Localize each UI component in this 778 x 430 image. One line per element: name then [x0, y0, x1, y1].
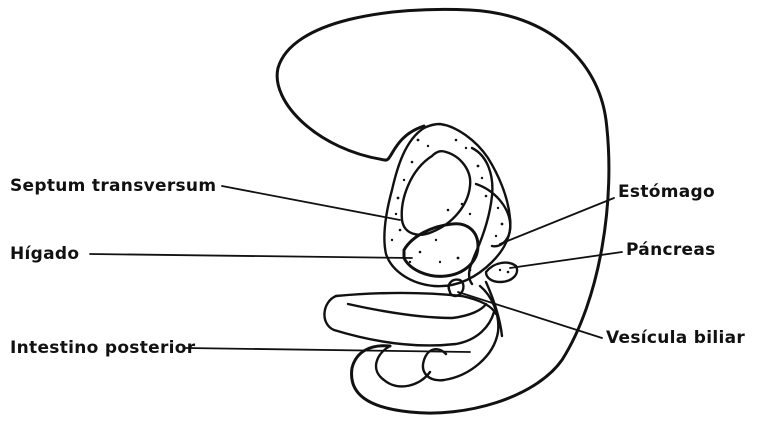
- leader-estomago: [500, 198, 614, 244]
- hindgut-inner: [348, 304, 486, 318]
- stippling: [391, 139, 510, 278]
- leader-septum: [222, 186, 400, 220]
- yolk-duct: [486, 282, 502, 336]
- label-septum-transversum: Septum transversum: [10, 178, 216, 195]
- pericardial-cavity: [402, 151, 470, 234]
- leader-intestino: [186, 348, 470, 352]
- label-intestino-posterior: Intestino posterior: [10, 340, 195, 357]
- liver-shape: [404, 224, 478, 277]
- pancreas-shape: [486, 263, 517, 282]
- label-vesicula-biliar: Vesícula biliar: [606, 330, 745, 347]
- gut-loop: [423, 286, 498, 380]
- leader-higado: [90, 254, 412, 258]
- leader-vesicula: [458, 292, 602, 338]
- label-higado: Hígado: [10, 246, 79, 263]
- label-estomago: Estómago: [618, 184, 715, 201]
- leader-pancreas: [510, 252, 622, 268]
- label-pancreas: Páncreas: [626, 242, 716, 259]
